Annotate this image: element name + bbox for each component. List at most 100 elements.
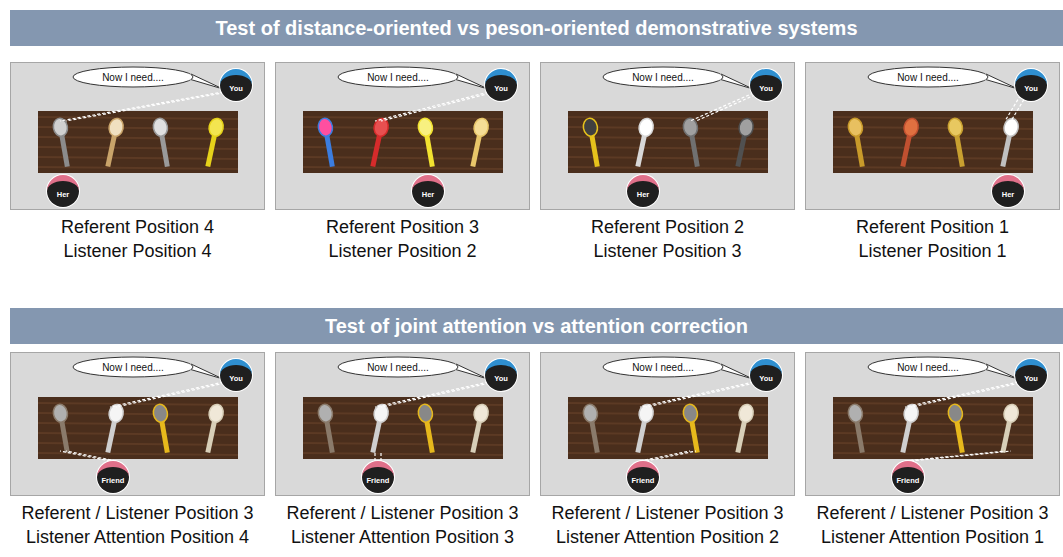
person-avatar: Her xyxy=(992,175,1024,207)
node-label: Now I need.... xyxy=(897,362,959,373)
object xyxy=(631,403,655,454)
caption-line: Listener Position 3 xyxy=(531,239,804,263)
node-label: Her xyxy=(57,190,70,199)
gaze-line xyxy=(110,381,228,407)
object xyxy=(996,403,1020,454)
scene-panel: Referent Position 3Listener Position 2No… xyxy=(275,62,530,210)
person-avatar: Friend xyxy=(892,461,924,493)
gaze-line xyxy=(380,451,381,461)
caption-line: Referent Position 1 xyxy=(796,215,1063,239)
caption-line: Referent / Listener Position 3 xyxy=(266,501,539,525)
person-avatar: You xyxy=(750,359,782,391)
gaze-line xyxy=(375,381,493,407)
object xyxy=(947,403,969,454)
person-avatar: You xyxy=(485,69,517,101)
panel-caption: Referent / Listener Position 3Listener A… xyxy=(266,501,539,549)
speech-bubble: Now I need.... xyxy=(603,357,723,377)
wood-grain xyxy=(303,423,503,425)
wood-grain xyxy=(38,453,238,455)
caption-line: Referent Position 2 xyxy=(531,215,804,239)
table xyxy=(38,397,238,459)
wood-grain xyxy=(38,137,238,139)
table xyxy=(833,397,1033,459)
node-label: Friend xyxy=(102,476,125,485)
node-label: Friend xyxy=(367,476,390,485)
node-label: Now I need.... xyxy=(102,72,164,83)
speech-bubble: Now I need.... xyxy=(73,67,193,87)
wood-grain xyxy=(303,433,503,435)
scene-panel: Referent Position 2Listener Position 3No… xyxy=(540,62,795,210)
caption-line: Referent / Listener Position 3 xyxy=(1,501,274,525)
caption-line: Listener Attention Position 1 xyxy=(796,525,1063,549)
section-header: Test of joint attention vs attention cor… xyxy=(10,308,1063,344)
panel-caption: Referent Position 1Listener Position 1 xyxy=(796,215,1063,263)
caption-line: Referent / Listener Position 3 xyxy=(531,501,804,525)
wood-grain xyxy=(38,117,238,119)
wood-grain xyxy=(568,433,768,435)
gaze-line xyxy=(60,451,110,461)
gaze-line xyxy=(60,91,228,121)
object xyxy=(466,117,490,168)
person-avatar: Friend xyxy=(97,461,129,493)
wood-grain xyxy=(568,423,768,425)
panel-caption: Referent Position 4Listener Position 4 xyxy=(1,215,274,263)
wood-grain xyxy=(833,167,1033,169)
gaze-line xyxy=(381,381,499,407)
speech-bubble: Now I need.... xyxy=(338,67,458,87)
object xyxy=(317,117,339,168)
person-avatar: Friend xyxy=(362,461,394,493)
scene-panel: Referent Position 1Listener Position 1No… xyxy=(805,62,1060,210)
panel-caption: Referent / Listener Position 3Listener A… xyxy=(1,501,274,549)
gaze-line xyxy=(640,381,758,407)
caption-line: Listener Position 4 xyxy=(1,239,274,263)
gaze-line xyxy=(640,451,690,461)
object xyxy=(682,403,704,454)
object xyxy=(317,403,339,454)
wood-grain xyxy=(833,137,1033,139)
wood-grain xyxy=(833,433,1033,435)
node-label: You xyxy=(759,374,773,383)
node-label: Her xyxy=(1002,190,1015,199)
node-label: Her xyxy=(637,190,650,199)
caption-line: Referent / Listener Position 3 xyxy=(796,501,1063,525)
person-avatar: You xyxy=(485,359,517,391)
node-label: Friend xyxy=(632,476,655,485)
wood-grain xyxy=(303,137,503,139)
table xyxy=(568,111,768,173)
table xyxy=(303,111,503,173)
scene-panel: Referent Position 4Listener Position 4No… xyxy=(10,62,265,210)
object xyxy=(52,117,74,168)
wood-grain xyxy=(833,453,1033,455)
object xyxy=(152,117,174,168)
person-avatar: Her xyxy=(627,175,659,207)
object xyxy=(631,117,655,168)
person-avatar: You xyxy=(750,69,782,101)
object xyxy=(366,403,390,454)
object xyxy=(52,403,74,454)
wood-grain xyxy=(38,147,238,149)
caption-line: Listener Attention Position 3 xyxy=(266,525,539,549)
object xyxy=(682,117,704,168)
node-label: Now I need.... xyxy=(102,362,164,373)
wood-grain xyxy=(38,167,238,169)
object xyxy=(101,117,125,168)
object xyxy=(896,117,920,168)
wood-grain xyxy=(303,453,503,455)
section-title: Test of distance-oriented vs peson-orien… xyxy=(215,17,857,40)
gaze-line xyxy=(116,381,234,407)
object xyxy=(101,403,125,454)
object xyxy=(847,117,869,168)
caption-line: Referent Position 4 xyxy=(1,215,274,239)
person-avatar: You xyxy=(220,69,252,101)
table xyxy=(303,397,503,459)
node-label: Now I need.... xyxy=(632,362,694,373)
section-header: Test of distance-oriented vs peson-orien… xyxy=(10,10,1063,46)
node-label: Friend xyxy=(897,476,920,485)
gaze-line xyxy=(905,381,1023,407)
gaze-line xyxy=(66,91,234,121)
scene-panel: Referent / Listener Position 3Listener A… xyxy=(540,352,795,496)
panel-caption: Referent / Listener Position 3Listener A… xyxy=(531,501,804,549)
gaze-line xyxy=(905,451,1005,461)
node-label: You xyxy=(494,84,508,93)
wood-grain xyxy=(303,403,503,405)
